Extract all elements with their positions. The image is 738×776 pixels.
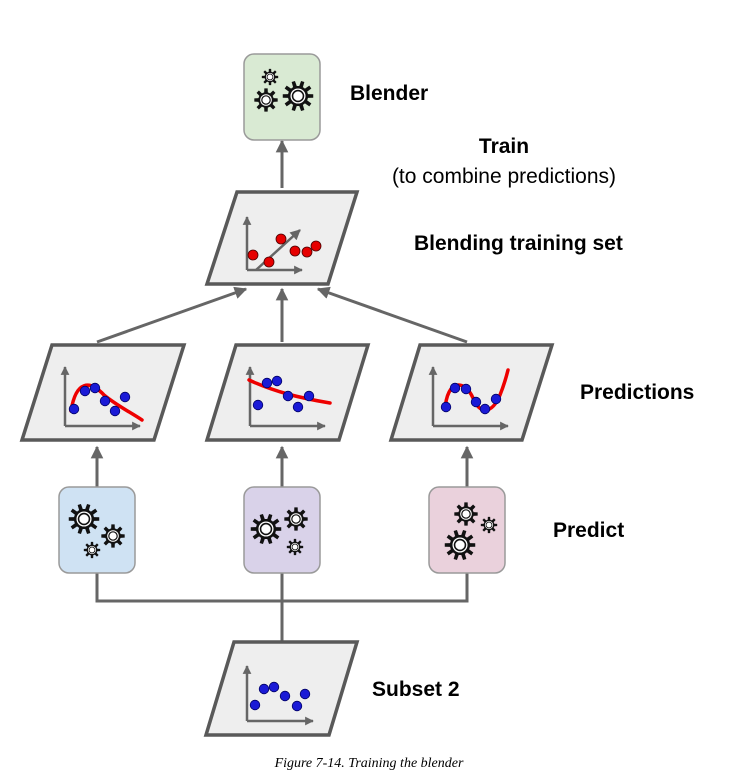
predictions-label: Predictions bbox=[580, 381, 694, 404]
train-subtitle: (to combine predictions) bbox=[392, 165, 616, 188]
gears-icon bbox=[254, 68, 314, 112]
gears-icon bbox=[250, 507, 308, 556]
predictor-box-2 bbox=[243, 486, 321, 574]
prediction-panel-3 bbox=[388, 343, 555, 442]
prediction-panel-1 bbox=[19, 343, 187, 442]
upward-arrow-icon bbox=[255, 229, 301, 271]
gears-icon bbox=[444, 502, 498, 561]
predictor-box-1 bbox=[58, 486, 136, 574]
blender-label: Blender bbox=[350, 82, 428, 105]
blending-training-set-label: Blending training set bbox=[414, 232, 623, 255]
gears-icon bbox=[68, 503, 125, 559]
figure-caption: Figure 7-14. Training the blender bbox=[274, 756, 464, 771]
predictor-box-3 bbox=[428, 486, 506, 574]
blending-training-set-panel bbox=[204, 190, 360, 286]
arrow-prediction-3-to-blending-set bbox=[316, 286, 468, 344]
subset-panel bbox=[203, 640, 360, 737]
blender-box bbox=[243, 53, 321, 141]
subset-label: Subset 2 bbox=[372, 678, 460, 701]
arrow-prediction-1-to-blending-set bbox=[96, 286, 248, 344]
scatter-plot-icon bbox=[242, 665, 314, 726]
train-label: Train bbox=[479, 135, 529, 158]
scatter-plot-icon bbox=[428, 366, 510, 431]
scatter-plot-icon bbox=[60, 366, 144, 431]
connector-subset-to-predictor-1 bbox=[95, 573, 284, 642]
predict-label: Predict bbox=[553, 519, 624, 542]
connectors bbox=[90, 139, 474, 642]
scatter-plot-icon bbox=[245, 366, 332, 431]
prediction-panel-2 bbox=[204, 343, 371, 442]
scatter-plot-icon bbox=[242, 216, 322, 275]
connector-subset-to-predictor-3 bbox=[280, 573, 469, 642]
